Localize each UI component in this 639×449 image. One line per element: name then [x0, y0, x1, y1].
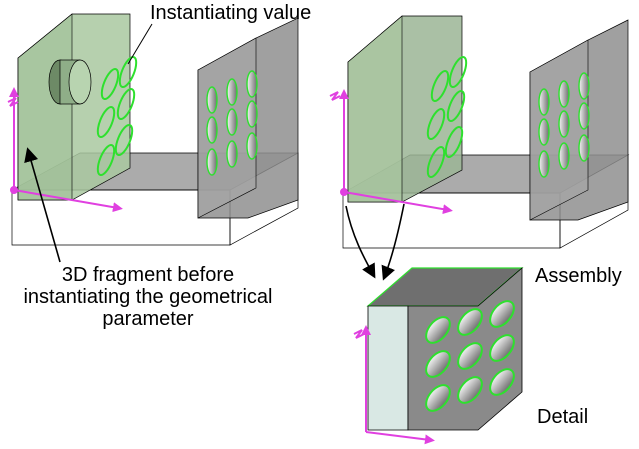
right-instantiating-ellipses [426, 55, 468, 179]
instantiating-value-pointer [127, 23, 153, 65]
ellipse-l-1 [118, 55, 138, 89]
right-left-wall-face [347, 15, 403, 203]
right-axis-triad [329, 89, 453, 215]
right-wall-holes [538, 72, 590, 178]
ellipse-l-3 [116, 87, 136, 121]
detail-axis-triad [353, 325, 435, 445]
detail-label: Detail [537, 406, 589, 428]
left-axis-triad [7, 87, 123, 213]
instantiating-value-label: Instantiating value [150, 2, 312, 24]
extraction-arrows [345, 203, 405, 281]
detail-front-face [367, 305, 409, 431]
fragment-caption-line-3: parameter [102, 308, 194, 330]
left-u-shaped-part [11, 13, 299, 246]
left-fragment-cylinder-end [68, 59, 92, 105]
ellipse-l-5 [114, 123, 134, 157]
detail-holes [425, 300, 515, 412]
ellipse-l-2 [100, 67, 120, 101]
left-wall-holes [206, 70, 258, 176]
fragment-pointer-arrow [24, 147, 61, 263]
left-fragment-face [17, 13, 73, 201]
left-instantiating-ellipses [96, 55, 138, 177]
ellipse-l-6 [96, 143, 116, 177]
right-u-shaped-part [341, 15, 630, 249]
fragment-caption-line-1: 3D fragment before [61, 264, 235, 286]
fragment-caption-line-2: instantiating the geometrical [23, 286, 273, 308]
fragment-caption: 3D fragment before instantiating the geo… [8, 264, 288, 330]
ellipse-l-4 [96, 105, 116, 139]
assembly-label: Assembly [535, 265, 622, 287]
